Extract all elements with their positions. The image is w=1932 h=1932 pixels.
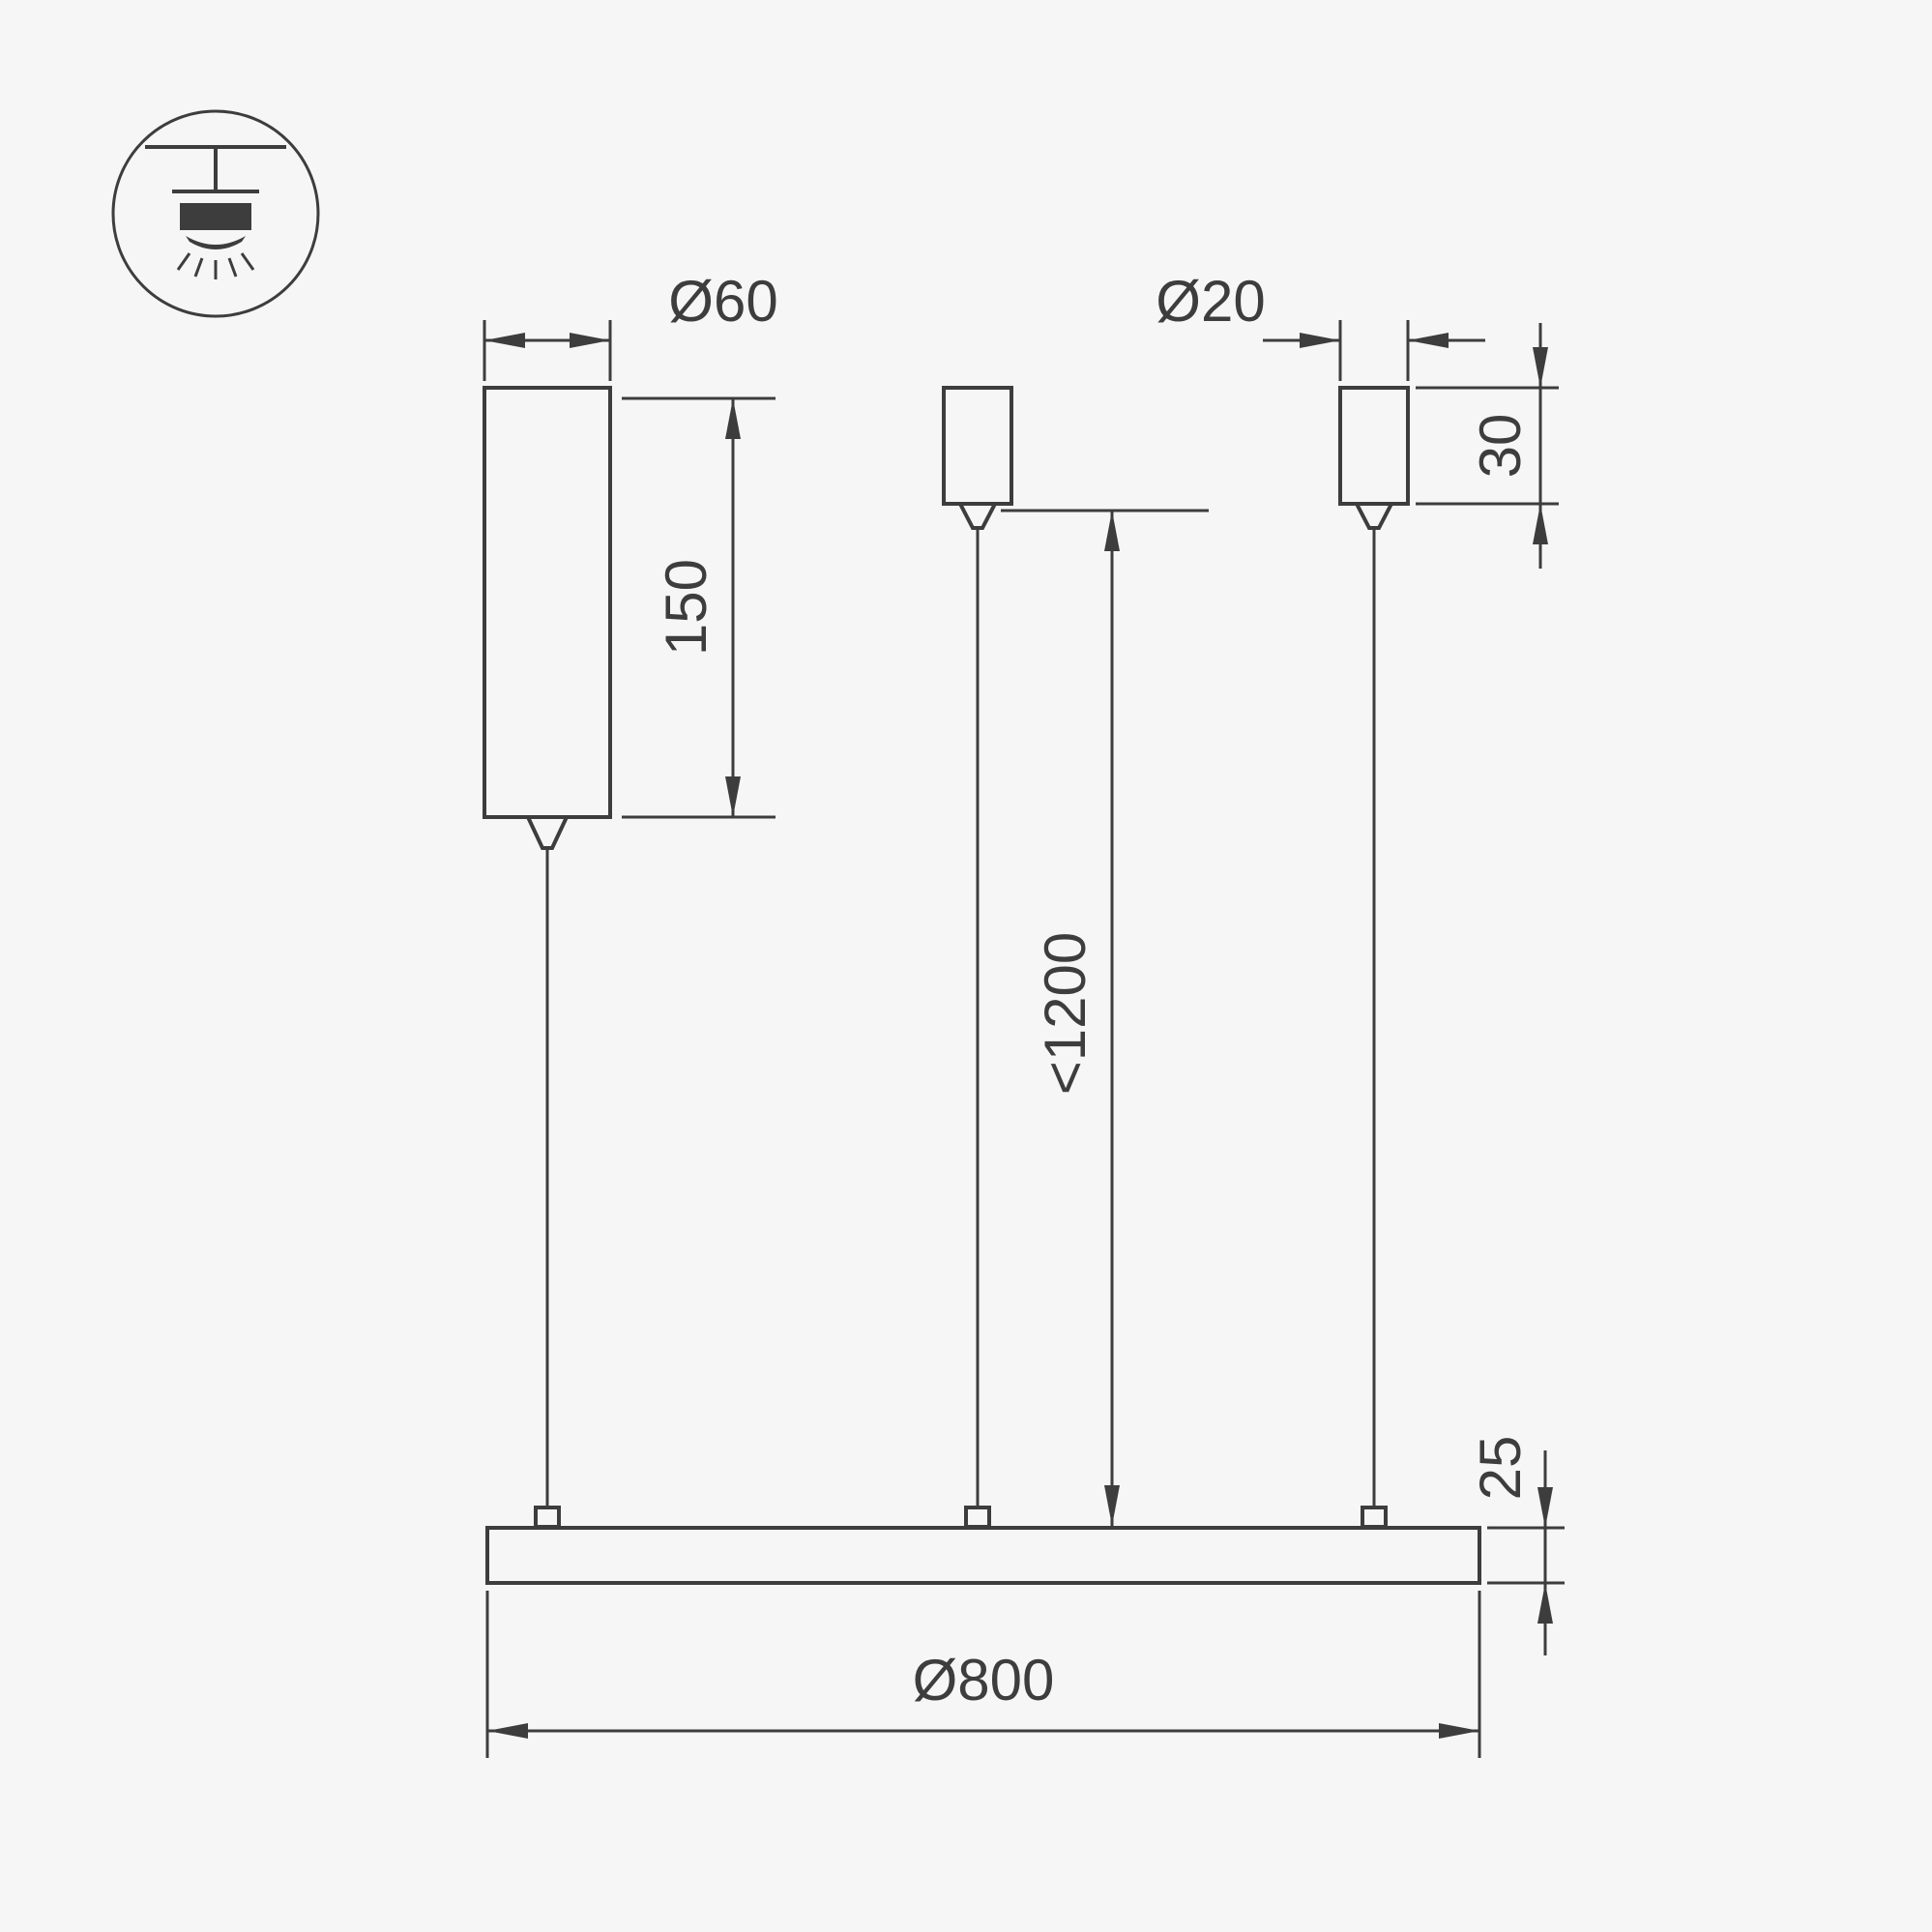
right-canopy	[1338, 386, 1410, 506]
arrowhead	[1104, 1485, 1120, 1526]
arrowhead	[1537, 1583, 1553, 1624]
dimension-driver-diameter: Ø60	[483, 269, 778, 381]
middle-wire-connector	[964, 1506, 991, 1529]
dim-label-driver-height: 150	[654, 559, 718, 656]
arrowhead	[487, 1723, 528, 1739]
middle-canopy-cone	[956, 502, 999, 530]
right-canopy-cone	[1353, 502, 1395, 530]
dim-label-canopy-diameter: Ø20	[1156, 269, 1265, 334]
dim-label-canopy-height: 30	[1468, 414, 1533, 479]
arrowhead	[484, 333, 525, 348]
icon-border-circle	[111, 109, 320, 318]
driver-box	[483, 386, 612, 819]
icon-lamp-glow-arc	[186, 236, 246, 249]
arrowhead	[1537, 1487, 1553, 1528]
right-canopy-assembly	[1338, 386, 1410, 1529]
right-wire-connector	[1361, 1506, 1388, 1529]
driver-wire-connector	[534, 1506, 561, 1529]
arrowhead	[570, 333, 610, 348]
dim-label-driver-diameter: Ø60	[668, 269, 777, 334]
lamp-profile-bar	[485, 1526, 1481, 1585]
icon-lamp-shade	[180, 203, 251, 230]
arrowhead	[1439, 1723, 1479, 1739]
dimension-canopy-height: 30	[1416, 323, 1559, 569]
arrowhead	[1104, 511, 1120, 551]
dim-label-suspension-length: <1200	[1033, 932, 1098, 1096]
icon-light-rays	[176, 252, 255, 279]
dim-label-profile-thickness: 25	[1468, 1436, 1533, 1501]
dimension-profile-thickness: 25	[1468, 1436, 1565, 1655]
dimension-driver-height: 150	[622, 396, 776, 819]
dimension-suspension-length: <1200	[1001, 509, 1209, 1526]
arrowhead	[1300, 333, 1340, 348]
middle-canopy-assembly	[942, 386, 1013, 1529]
arrowhead	[1533, 504, 1548, 544]
driver-cone	[524, 815, 571, 850]
driver-box-assembly	[483, 386, 612, 1529]
arrowhead	[725, 398, 741, 439]
arrowhead	[1533, 347, 1548, 388]
middle-canopy	[942, 386, 1013, 506]
arrowhead	[1408, 333, 1449, 348]
dim-label-ring-diameter: Ø800	[913, 1648, 1055, 1712]
ceiling-mount-icon	[111, 109, 320, 318]
arrowhead	[725, 776, 741, 817]
dimension-canopy-diameter: Ø20	[1156, 269, 1485, 381]
dimension-ring-diameter: Ø800	[485, 1591, 1481, 1758]
